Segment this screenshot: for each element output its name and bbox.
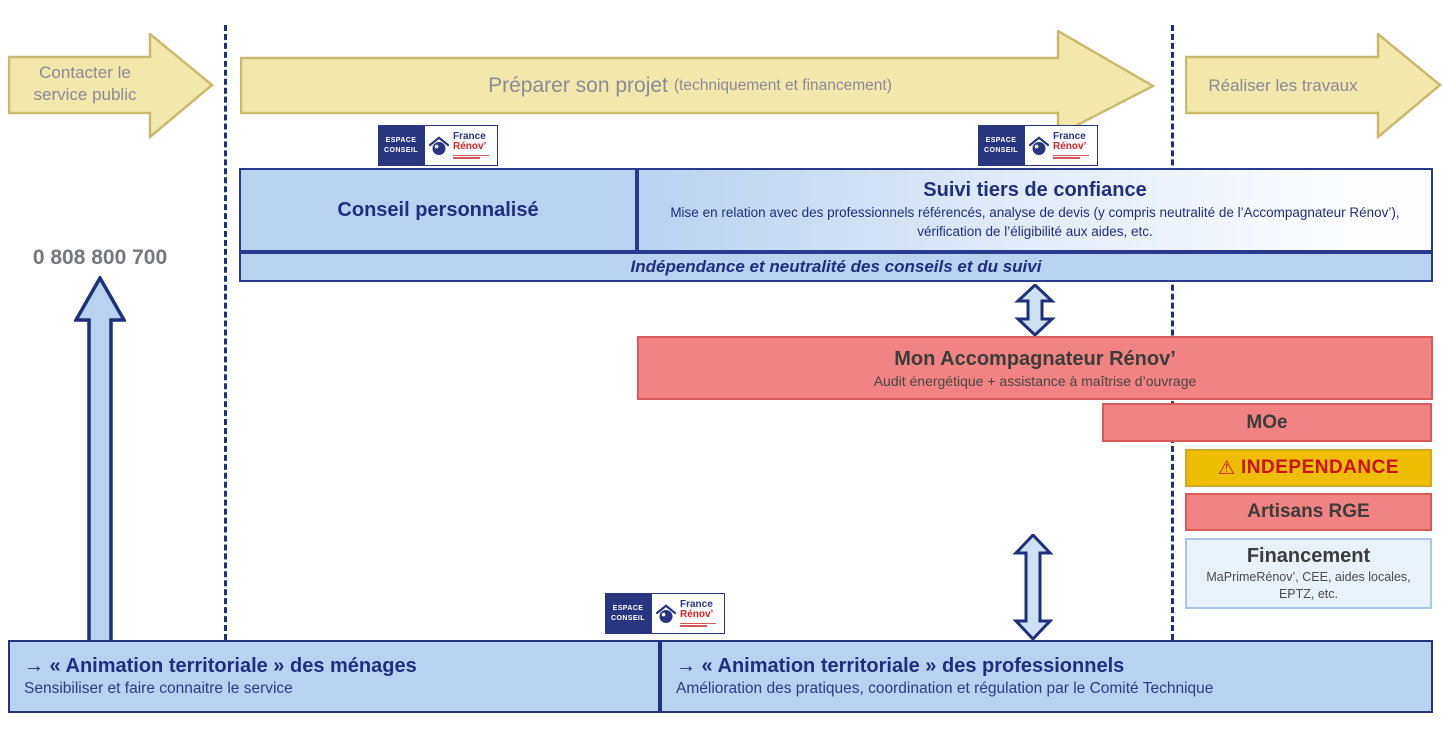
financement-box: Financement MaPrimeRénov’, CEE, aides lo…	[1185, 538, 1432, 609]
brand-tagline	[680, 622, 716, 628]
logo-conseil-text: CONSEIL	[984, 146, 1018, 154]
phase2-sublabel: (techniquement et financement)	[673, 76, 892, 94]
house-icon	[655, 603, 677, 624]
house-icon	[428, 135, 450, 156]
phase1-label: Contacter le service public	[33, 62, 137, 104]
conseil-title: Conseil personnalisé	[337, 198, 539, 221]
link-double-arrow-bottom	[1012, 534, 1054, 640]
logo-brand-panel: France Rénov’	[424, 125, 498, 166]
animation-professionnels-box: → « Animation territoriale » des profess…	[660, 640, 1433, 713]
animation-professionnels-title: → « Animation territoriale » des profess…	[676, 655, 1125, 677]
suivi-subtitle: Mise en relation avec des professionnels…	[670, 205, 1400, 239]
financement-title: Financement	[1246, 545, 1371, 568]
house-icon	[1028, 135, 1050, 156]
suivi-title: Suivi tiers de confiance	[923, 179, 1147, 202]
animation-menages-box: → « Animation territoriale » des ménages…	[8, 640, 660, 713]
logo-brand-panel: France Rénov’	[1024, 125, 1098, 166]
phase3-arrow-shape	[1185, 33, 1442, 139]
phase2-label: Préparer son projet	[488, 73, 668, 97]
france-renov-logo: ESPACE CONSEIL France Rénov’	[378, 125, 498, 166]
espace-conseil-badge: ESPACE CONSEIL	[978, 125, 1024, 166]
mon-accompagnateur-renov-box: Mon Accompagnateur Rénov’ Audit énergéti…	[637, 336, 1433, 400]
financement-subtitle: MaPrimeRénov’, CEE, aides locales, EPTZ,…	[1206, 570, 1411, 601]
brand-france-text: France	[680, 598, 713, 610]
logo-conseil-text: CONSEIL	[384, 146, 418, 154]
espace-conseil-badge: ESPACE CONSEIL	[378, 125, 424, 166]
phone-up-arrow	[74, 276, 126, 642]
france-renov-logo: ESPACE CONSEIL France Rénov’	[605, 593, 725, 634]
logo-espace-text: ESPACE	[385, 136, 417, 144]
phase-divider-2	[1171, 25, 1174, 640]
conseil-personnalise-box: Conseil personnalisé	[239, 168, 637, 252]
animation-menages-title: → « Animation territoriale » des ménages	[24, 655, 417, 677]
phone-number: 0 808 800 700	[32, 246, 168, 269]
animation-menages-subtitle: Sensibiliser et faire connaitre le servi…	[24, 680, 293, 697]
suivi-tiers-box: Suivi tiers de confiance Mise en relatio…	[637, 168, 1433, 252]
mar-title: Mon Accompagnateur Rénov’	[894, 347, 1176, 370]
phase3-label: Réaliser les travaux	[1208, 75, 1358, 95]
brand-renov-text: Rénov’	[453, 141, 487, 152]
independance-warning-label: INDEPENDANCE	[1241, 457, 1400, 478]
logo-conseil-text: CONSEIL	[611, 614, 645, 622]
logo-espace-text: ESPACE	[612, 604, 644, 612]
brand-france-text: France	[1053, 130, 1086, 142]
independance-warning-box: ⚠ INDEPENDANCE	[1185, 449, 1432, 487]
moe-label: MOe	[1246, 411, 1288, 433]
link-double-arrow-top	[1014, 284, 1056, 336]
france-renov-logo: ESPACE CONSEIL France Rénov’	[978, 125, 1098, 166]
moe-box: MOe	[1102, 403, 1432, 442]
mar-subtitle: Audit énergétique + assistance à maîtris…	[873, 372, 1197, 389]
independance-neutralite-bar: Indépendance et neutralité des conseils …	[239, 252, 1433, 282]
brand-renov-text: Rénov’	[1053, 141, 1087, 152]
brand-renov-text: Rénov’	[680, 609, 714, 620]
artisans-rge-label: Artisans RGE	[1247, 501, 1370, 522]
logo-brand-panel: France Rénov’	[651, 593, 725, 634]
independance-bar-label: Indépendance et neutralité des conseils …	[630, 257, 1042, 276]
phase1-arrow-shape	[8, 33, 216, 139]
artisans-rge-box: Artisans RGE	[1185, 493, 1432, 531]
brand-france-text: France	[453, 130, 486, 142]
brand-tagline	[453, 154, 489, 160]
espace-conseil-badge: ESPACE CONSEIL	[605, 593, 651, 634]
phase-divider-1	[224, 25, 227, 640]
phase2-label-group: Préparer son projet (techniquement et fi…	[300, 58, 1080, 113]
logo-espace-text: ESPACE	[985, 136, 1017, 144]
phase2-arrow-shape	[240, 30, 1156, 137]
warning-icon: ⚠	[1217, 457, 1235, 479]
brand-tagline	[1053, 154, 1089, 160]
animation-professionnels-subtitle: Amélioration des pratiques, coordination…	[676, 680, 1214, 697]
